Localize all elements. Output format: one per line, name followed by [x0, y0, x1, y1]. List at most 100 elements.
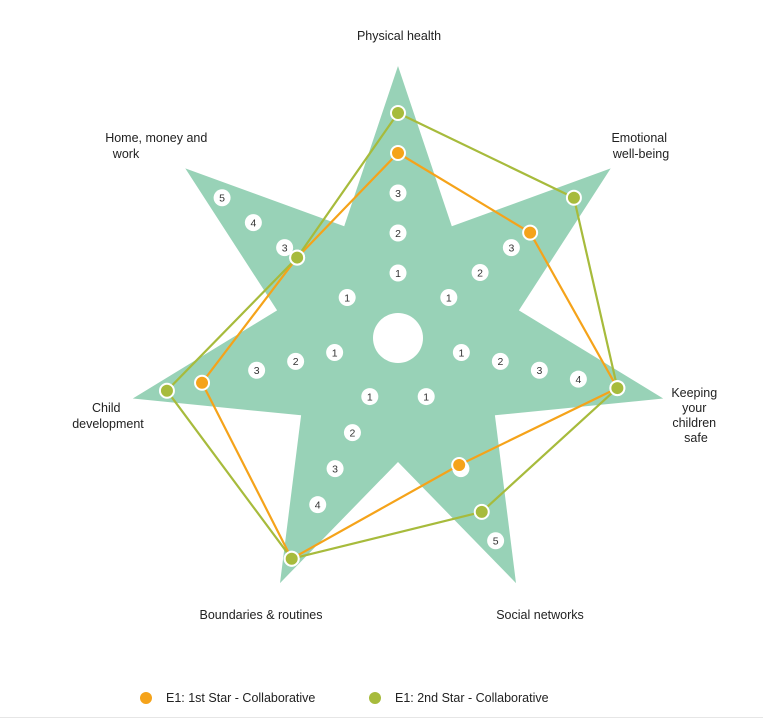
tick-label: 5 [219, 193, 225, 205]
axis-label-emotional-wellbeing: Emotional well-being [611, 131, 670, 161]
series-2-point-social-networks[interactable] [473, 503, 490, 520]
axis-label-keeping-children-safe: Keeping your children safe [671, 386, 720, 445]
tick-bubble [569, 370, 587, 388]
tick-bubble [244, 214, 262, 232]
tick-bubble [309, 496, 327, 514]
tick-bubble [361, 388, 379, 406]
tick-label: 2 [293, 356, 299, 368]
tick-label: 1 [332, 347, 338, 359]
tick-label: 3 [536, 365, 542, 377]
tick-bubble [276, 239, 294, 257]
tick-keeping-your-children-safe-3: 3 [530, 361, 548, 379]
tick-child-development-1: 1 [326, 343, 344, 361]
tick-label: 1 [367, 391, 373, 403]
tick-boundaries-routines-2: 2 [343, 424, 361, 442]
tick-physical-health-2: 2 [389, 224, 407, 242]
series-2-point-emotional-well-being[interactable] [565, 189, 582, 206]
bottom-divider [0, 717, 763, 718]
axis-label-child-line1: Child [92, 401, 121, 415]
axis-label-home-line1: Home, money and [105, 131, 207, 145]
center-hole [373, 313, 423, 363]
series-1-point-social-networks[interactable] [451, 457, 468, 474]
tick-child-development-3: 3 [248, 361, 266, 379]
tick-emotional-well-being-2: 2 [471, 264, 489, 282]
series-line-1 [200, 151, 619, 560]
axis-label-child-line2: development [72, 417, 144, 431]
tick-bubble [389, 184, 407, 202]
tick-home-money-and-work-5: 5 [213, 189, 231, 207]
tick-label: 2 [395, 228, 401, 240]
legend-label-series-1: E1: 1st Star - Collaborative [166, 691, 316, 705]
tick-bubble [491, 352, 509, 370]
tick-physical-health-1: 1 [389, 264, 407, 282]
series-1-point-child-development[interactable] [194, 374, 211, 391]
tick-keeping-your-children-safe-2: 2 [491, 352, 509, 370]
series-layer [158, 105, 626, 567]
tick-bubble [248, 361, 266, 379]
tick-home-money-and-work-3: 3 [276, 239, 294, 257]
axis-label-boundaries-routines: Boundaries & routines [200, 608, 323, 622]
axis-label-layer: Physical health Emotional well-being Kee… [72, 29, 720, 622]
series-1-point-emotional-well-being[interactable] [522, 224, 539, 241]
tick-bubble [417, 388, 435, 406]
tick-bubble [213, 189, 231, 207]
tick-label: 5 [493, 536, 499, 548]
legend-marker-series-2 [369, 692, 381, 704]
tick-keeping-your-children-safe-4: 4 [569, 370, 587, 388]
tick-bubble [487, 532, 505, 550]
series-2-point-physical-health[interactable] [390, 105, 406, 121]
series-2-point-boundaries-routines[interactable] [283, 550, 300, 567]
tick-bubble [471, 264, 489, 282]
tick-label: 1 [395, 268, 401, 280]
tick-home-money-and-work-4: 4 [244, 214, 262, 232]
tick-label: 2 [477, 267, 483, 279]
tick-bubble [343, 424, 361, 442]
axis-label-safe-line4: safe [684, 431, 708, 445]
tick-label: 2 [497, 356, 503, 368]
tick-label: 1 [446, 292, 452, 304]
series-2-point-keeping-your-children-safe[interactable] [609, 380, 626, 397]
axis-label-physical-health: Physical health [357, 29, 441, 43]
tick-label: 1 [458, 347, 464, 359]
axis-label-safe-line2: your [682, 401, 706, 415]
axis-label-home-line2: work [112, 147, 140, 161]
tick-label: 3 [254, 365, 260, 377]
radar-chart: 123123123413512341231345 Physical health… [72, 29, 720, 622]
tick-label: 1 [344, 292, 350, 304]
chart-legend: E1: 1st Star - Collaborative E1: 2nd Sta… [0, 686, 763, 710]
tick-bubble [452, 343, 470, 361]
tick-label: 3 [282, 242, 288, 254]
tick-label: 4 [315, 499, 321, 511]
tick-bubble [326, 460, 344, 478]
tick-label: 3 [332, 463, 338, 475]
tick-physical-health-3: 3 [389, 184, 407, 202]
tick-bubble [440, 288, 458, 306]
series-2-point-child-development[interactable] [158, 382, 175, 399]
star-background-layer [132, 66, 664, 584]
series-1-point-physical-health[interactable] [390, 145, 406, 161]
tick-keeping-your-children-safe-1: 1 [452, 343, 470, 361]
legend-item-series-2[interactable]: E1: 2nd Star - Collaborative [369, 686, 549, 710]
tick-boundaries-routines-1: 1 [361, 388, 379, 406]
series-line-2 [165, 111, 619, 560]
tick-child-development-2: 2 [287, 352, 305, 370]
tick-label: 1 [423, 391, 429, 403]
tick-bubble [530, 361, 548, 379]
tick-social-networks-1: 1 [417, 388, 435, 406]
tick-bubble [389, 224, 407, 242]
tick-bubble [326, 343, 344, 361]
legend-label-series-2: E1: 2nd Star - Collaborative [395, 691, 549, 705]
tick-label: 2 [350, 427, 356, 439]
series-2-point-home-money-and-work[interactable] [289, 249, 306, 266]
legend-marker-series-1 [140, 692, 152, 704]
axis-label-emotional-line2: well-being [612, 147, 669, 161]
axis-label-safe-line3: children [672, 416, 716, 430]
tick-bubble [389, 264, 407, 282]
axis-label-emotional-line1: Emotional [611, 131, 667, 145]
tick-label: 4 [250, 217, 256, 229]
axis-label-home-money-work: Home, money and work [105, 131, 211, 161]
axis-label-social-networks: Social networks [496, 608, 584, 622]
tick-bubble [502, 239, 520, 257]
legend-item-series-1[interactable]: E1: 1st Star - Collaborative [140, 686, 315, 710]
tick-home-money-and-work-1: 1 [338, 288, 356, 306]
